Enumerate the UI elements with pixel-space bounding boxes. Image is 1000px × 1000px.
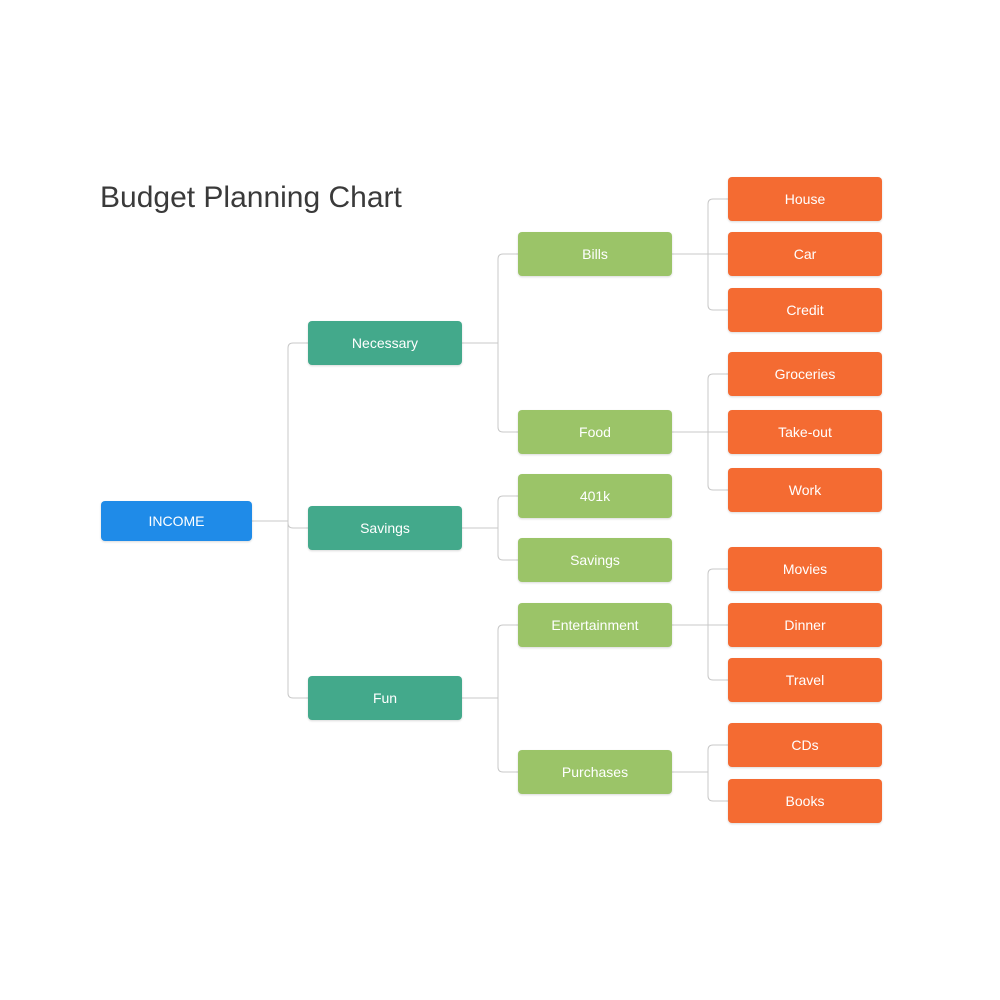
node-movies-l3[interactable]: Movies (728, 547, 882, 591)
node-label: Travel (785, 672, 825, 688)
connector-travel (707, 625, 728, 681)
connector-cds (707, 744, 728, 772)
connector-groceries (707, 373, 728, 432)
connector-purchases (497, 698, 518, 773)
node-savings-l2[interactable]: Savings (518, 538, 672, 582)
connector-movies (707, 568, 728, 625)
node-label: Food (579, 424, 611, 440)
node-label: Purchases (561, 764, 629, 780)
node-work-l3[interactable]: Work (728, 468, 882, 512)
node-label: CDs (791, 737, 819, 753)
node-label: Savings (570, 552, 620, 568)
connector-necessary (287, 342, 308, 521)
node-label: Work (788, 482, 822, 498)
connector-savings (497, 528, 518, 561)
connector-books (707, 772, 728, 802)
node-house-l3[interactable]: House (728, 177, 882, 221)
node-label: Car (793, 246, 817, 262)
node-401k-l2[interactable]: 401k (518, 474, 672, 518)
node-label: Movies (782, 561, 828, 577)
node-label: House (784, 191, 826, 207)
node-label: Take-out (778, 424, 832, 440)
node-food-l2[interactable]: Food (518, 410, 672, 454)
connector-savings (287, 521, 308, 529)
node-necessary-l1[interactable]: Necessary (308, 321, 462, 365)
connector-fun (287, 521, 308, 699)
node-purchases-l2[interactable]: Purchases (518, 750, 672, 794)
node-bills-l2[interactable]: Bills (518, 232, 672, 276)
node-groceries-l3[interactable]: Groceries (728, 352, 882, 396)
node-savings-l1[interactable]: Savings (308, 506, 462, 550)
node-fun-l1[interactable]: Fun (308, 676, 462, 720)
connector-credit (707, 254, 728, 311)
node-label: Bills (582, 246, 608, 262)
node-label: Dinner (784, 617, 826, 633)
connector-bills (497, 253, 518, 343)
node-label: Books (785, 793, 825, 809)
node-label: Fun (372, 690, 398, 706)
node-books-l3[interactable]: Books (728, 779, 882, 823)
connector-food (497, 343, 518, 433)
node-entertainment-l2[interactable]: Entertainment (518, 603, 672, 647)
node-label: 401k (579, 488, 611, 504)
node-credit-l3[interactable]: Credit (728, 288, 882, 332)
node-cds-l3[interactable]: CDs (728, 723, 882, 767)
page-title: Budget Planning Chart (100, 181, 402, 214)
node-label: INCOME (148, 513, 205, 529)
connector-work (707, 432, 728, 491)
node-travel-l3[interactable]: Travel (728, 658, 882, 702)
node-label: Credit (786, 302, 824, 318)
node-label: Entertainment (551, 617, 639, 633)
node-label: Groceries (774, 366, 836, 382)
node-income[interactable]: INCOME (101, 501, 252, 541)
connector-house (707, 198, 728, 254)
node-dinner-l3[interactable]: Dinner (728, 603, 882, 647)
node-take-out-l3[interactable]: Take-out (728, 410, 882, 454)
node-label: Savings (360, 520, 410, 536)
node-car-l3[interactable]: Car (728, 232, 882, 276)
node-label: Necessary (351, 335, 419, 351)
connector-401k (497, 495, 518, 528)
connector-entertainment (497, 624, 518, 698)
